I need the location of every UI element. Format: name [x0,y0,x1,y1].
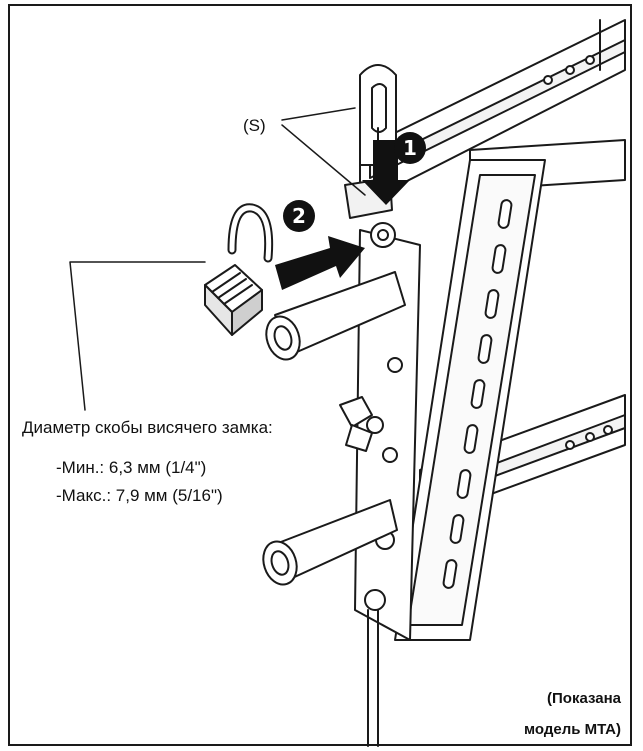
padlock-icon [204,203,274,336]
cross-tubes [262,271,406,586]
cable [367,609,379,747]
shackle-diameter-min: -Мин.: 6,3 мм (1/4") [56,458,207,477]
caption-line-1: (Показана [547,690,621,707]
vertical-bracket [394,159,546,641]
caption-line-2: модель MTA) [523,721,621,738]
shackle-diameter-title: Диаметр скобы висячего замка: [22,418,273,437]
wing-knob [339,396,384,452]
diagram-frame [8,4,632,746]
leader-lines [69,107,366,411]
step-2-badge: 2 [283,200,315,232]
arrow-right-icon [275,236,365,290]
strap-label: (S) [243,116,266,135]
shackle-diameter-max: -Макс.: 7,9 мм (5/16") [56,486,223,505]
model-caption: (Показана модель MTA) [524,683,621,745]
step-1-badge: 1 [394,132,426,164]
